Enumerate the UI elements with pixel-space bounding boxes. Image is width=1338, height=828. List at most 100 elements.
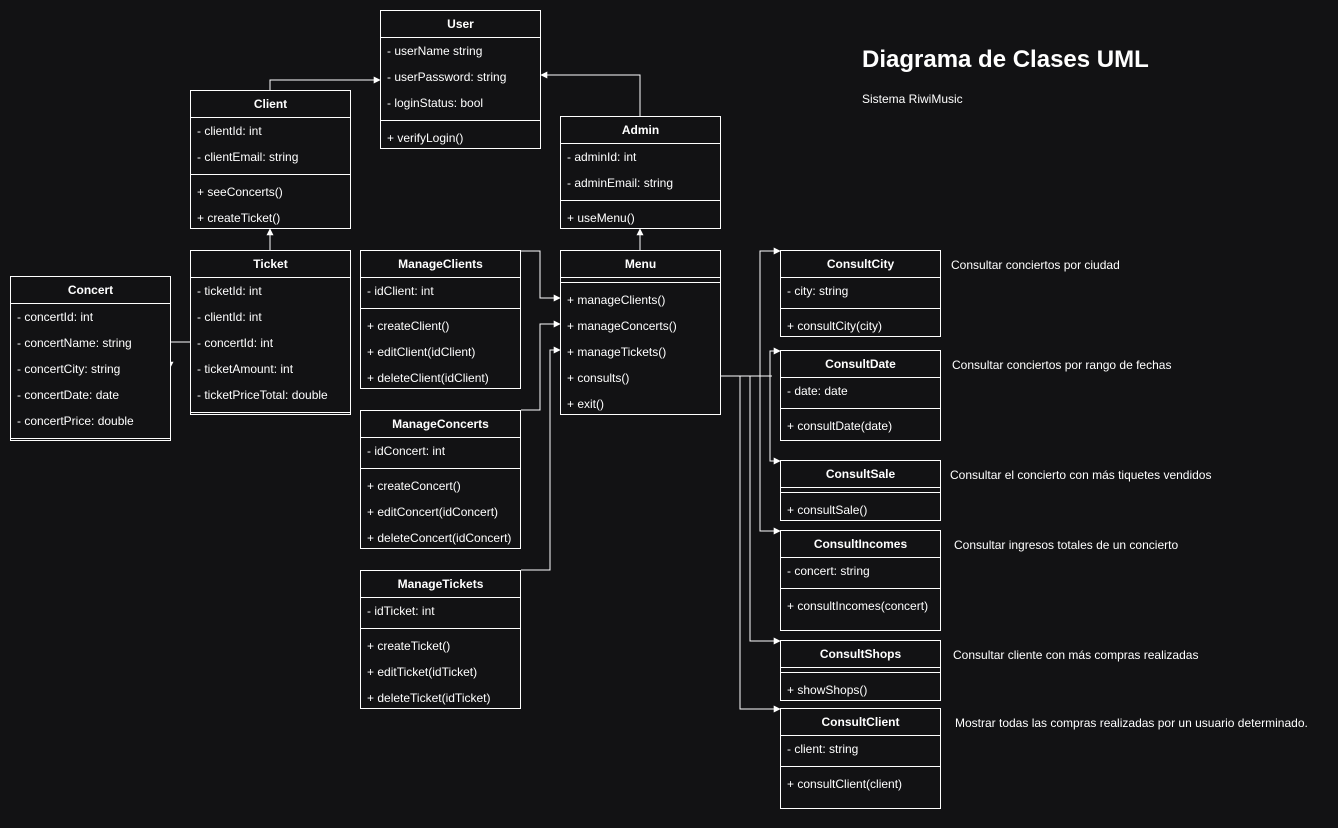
- class-attribute: - idClient: int: [367, 284, 434, 298]
- class-attribute: - adminEmail: string: [567, 176, 674, 190]
- class-method: + verifyLogin(): [387, 131, 464, 145]
- class-method: + manageTickets(): [567, 345, 667, 359]
- class-attribute: - client: string: [787, 742, 859, 756]
- class-attribute: - concert: string: [787, 564, 870, 578]
- class-attribute: - clientEmail: string: [197, 150, 299, 164]
- class-attribute: - concertCity: string: [17, 362, 121, 376]
- class-name: Menu: [561, 251, 720, 278]
- admin-to-user-connector: [540, 71, 641, 116]
- class-method: + createConcert(): [367, 479, 461, 493]
- class-divider: [191, 174, 350, 175]
- class-name: ManageConcerts: [361, 411, 520, 438]
- menu-to-consultincomes-connector: [759, 376, 781, 535]
- note-consultshops: Consultar cliente con más compras realiz…: [953, 648, 1199, 662]
- class-consultshops[interactable]: ConsultShops + showShops(): [780, 640, 941, 701]
- class-attribute: - date: date: [787, 384, 848, 398]
- class-client[interactable]: Client- clientId: int- clientEmail: stri…: [190, 90, 351, 229]
- class-attribute: - adminId: int: [567, 150, 637, 164]
- diagram-subtitle: Sistema RiwiMusic: [862, 92, 963, 106]
- class-name: ManageClients: [361, 251, 520, 278]
- class-divider: [781, 308, 940, 309]
- note-consultsale: Consultar el concierto con más tiquetes …: [950, 468, 1212, 482]
- class-divider: [561, 282, 720, 283]
- class-method: + createTicket(): [367, 639, 451, 653]
- class-attribute: - userName string: [387, 44, 483, 58]
- class-consultcity[interactable]: ConsultCity - city: string + consultCity(c…: [780, 250, 941, 337]
- class-divider: [11, 438, 170, 439]
- class-method: + consultSale(): [787, 503, 868, 517]
- class-menu[interactable]: Menu+ manageClients()+ manageConcerts()+…: [560, 250, 721, 415]
- class-consultdate[interactable]: ConsultDate- date: date+ consultDate(dat…: [780, 350, 941, 441]
- ticket-to-concert-connector: [166, 341, 190, 369]
- manageconcerts-to-menu-connector: [521, 320, 561, 411]
- class-method: + consultIncomes(concert): [787, 599, 929, 613]
- class-method: + createClient(): [367, 319, 450, 333]
- class-ticket[interactable]: Ticket- ticketId: int- clientId: int- co…: [190, 250, 351, 415]
- client-to-user-connector: [269, 76, 381, 90]
- class-method: + consultDate(date): [787, 419, 893, 433]
- class-name: ManageTickets: [361, 571, 520, 598]
- diagram-title: Diagrama de Clases UML: [862, 46, 1149, 73]
- class-name: ConsultCity: [781, 251, 940, 278]
- class-consultsale[interactable]: ConsultSale + consultSale(): [780, 460, 941, 521]
- class-method: + deleteConcert(idConcert): [367, 531, 512, 545]
- note-consultclient: Mostrar todas las compras realizadas por…: [955, 716, 1308, 730]
- class-name: Concert: [11, 277, 170, 304]
- class-user[interactable]: User - userName string - userPassword: str…: [380, 10, 541, 149]
- manageclients-to-menu-connector: [521, 250, 561, 302]
- menu-to-consultdate-connector: [769, 347, 781, 376]
- class-divider: [381, 120, 540, 121]
- class-attribute: - city: string: [787, 284, 849, 298]
- class-name: ConsultClient: [781, 709, 940, 736]
- class-divider: [781, 492, 940, 493]
- class-attribute: - idConcert: int: [367, 444, 446, 458]
- class-divider: [361, 308, 520, 309]
- class-attribute: - concertDate: date: [17, 388, 120, 402]
- class-attribute: - ticketPriceTotal: double: [197, 388, 328, 402]
- class-name: ConsultSale: [781, 461, 940, 488]
- class-method: + consultClient(client): [787, 777, 903, 791]
- class-method: + exit(): [567, 397, 605, 411]
- menu-to-consultsale-connector: [769, 376, 781, 465]
- class-attribute: - loginStatus: bool: [387, 96, 484, 110]
- class-attribute: - concertId: int: [17, 310, 94, 324]
- class-divider: [191, 412, 350, 413]
- class-name: Admin: [561, 117, 720, 144]
- class-method: + editTicket(idTicket): [367, 665, 478, 679]
- class-attribute: - concertId: int: [197, 336, 274, 350]
- class-method: + useMenu(): [567, 211, 635, 225]
- class-manageclients[interactable]: ManageClients - idClient: int + createClie…: [360, 250, 521, 389]
- class-method: + manageClients(): [567, 293, 666, 307]
- class-manageconcerts[interactable]: ManageConcerts - idConcert: int + createCo…: [360, 410, 521, 549]
- note-consultcity: Consultar conciertos por ciudad: [951, 258, 1120, 272]
- class-name: User: [381, 11, 540, 38]
- class-divider: [781, 672, 940, 673]
- managetickets-to-menu-connector: [521, 346, 561, 571]
- class-divider: [781, 408, 940, 409]
- menu-to-consultshops-connector: [749, 376, 781, 645]
- class-method: + deleteTicket(idTicket): [367, 691, 491, 705]
- note-consultdate: Consultar conciertos por rango de fechas: [952, 358, 1172, 372]
- menu-to-consultclient-connector: [739, 376, 781, 713]
- class-method: + consultCity(city): [787, 319, 883, 333]
- class-admin[interactable]: Admin - adminId: int - adminEmail: string +…: [560, 116, 721, 229]
- class-method: + editConcert(idConcert): [367, 505, 499, 519]
- class-managetickets[interactable]: ManageTickets - idTicket: int + createTick…: [360, 570, 521, 709]
- class-divider: [361, 628, 520, 629]
- class-attribute: - ticketAmount: int: [197, 362, 294, 376]
- class-name: ConsultIncomes: [781, 531, 940, 558]
- class-divider: [781, 766, 940, 767]
- class-attribute: - userPassword: string: [387, 70, 507, 84]
- class-consultclient[interactable]: ConsultClient - client: string + consultCl…: [780, 708, 941, 809]
- class-attribute: - concertPrice: double: [17, 414, 134, 428]
- class-divider: [361, 468, 520, 469]
- class-divider: [561, 200, 720, 201]
- class-concert[interactable]: Concert- concertId: int- concertName: st…: [10, 276, 171, 441]
- class-method: + deleteClient(idClient): [367, 371, 489, 385]
- note-consultincomes: Consultar ingresos totales de un concier…: [954, 538, 1179, 552]
- class-name: ConsultShops: [781, 641, 940, 668]
- class-method: + showShops(): [787, 683, 868, 697]
- class-attribute: - idTicket: int: [367, 604, 435, 618]
- class-method: + editClient(idClient): [367, 345, 476, 359]
- class-consultincomes[interactable]: ConsultIncomes - concert: string + consult…: [780, 530, 941, 631]
